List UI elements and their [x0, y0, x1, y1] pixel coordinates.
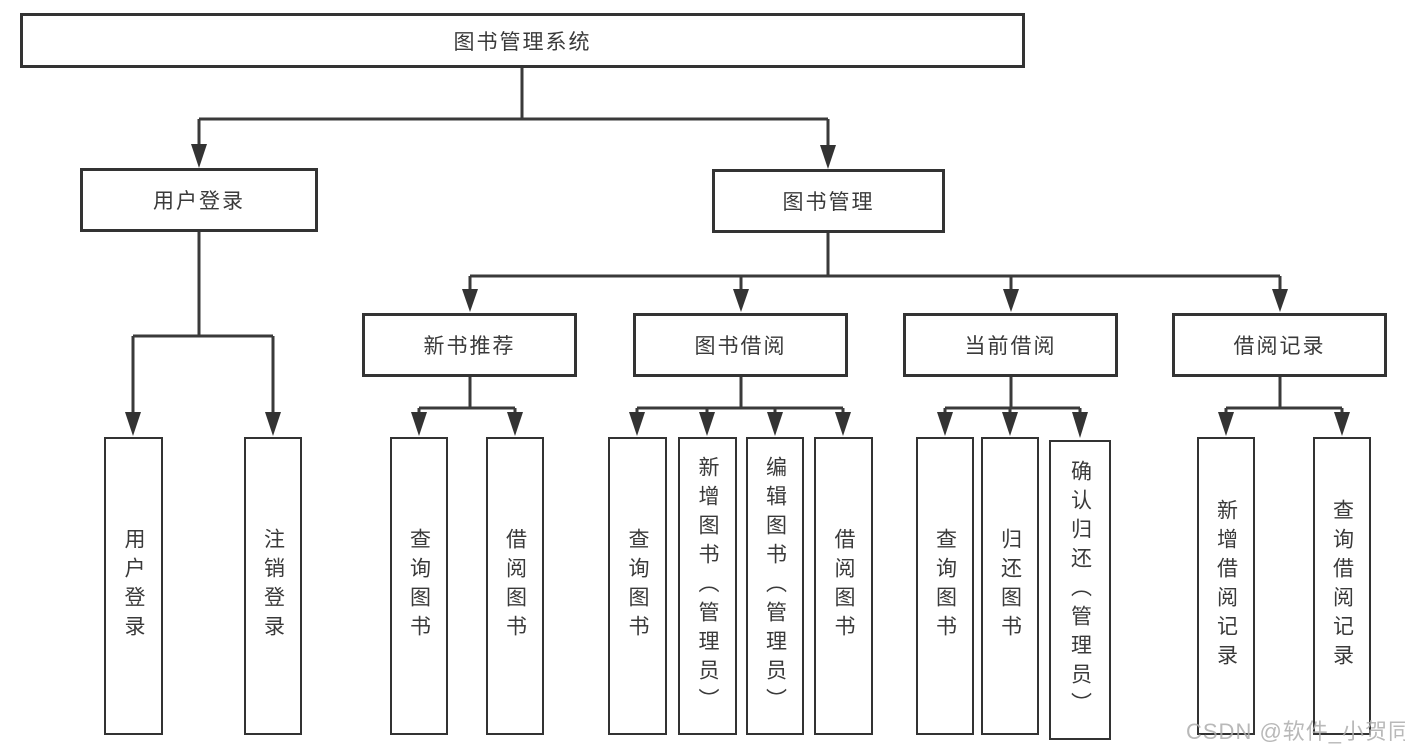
node-query-borrow-record: 查询借阅记录 — [1313, 437, 1371, 735]
connector-borrow-record-split — [1224, 377, 1344, 415]
node-user-login-group: 用户登录 — [80, 168, 318, 232]
node-label: 确认归还（管理员） — [1068, 459, 1092, 721]
connector-user-login-split — [131, 232, 275, 414]
node-label: 新增图书（管理员） — [696, 455, 719, 717]
node-current-borrowing: 当前借阅 — [903, 313, 1118, 377]
node-leaf-logout: 注销登录 — [244, 437, 302, 735]
node-label: 新增借阅记录 — [1214, 499, 1238, 673]
node-query-books-current: 查询图书 — [916, 437, 974, 735]
node-edit-book-admin: 编辑图书（管理员） — [746, 437, 804, 735]
node-label: 用户登录 — [122, 528, 145, 644]
node-label: 查询借阅记录 — [1330, 499, 1354, 673]
connector-new-book-split — [417, 377, 517, 415]
node-borrow-books-recommend: 借阅图书 — [486, 437, 544, 735]
node-label: 归还图书 — [998, 528, 1022, 644]
node-label: 注销登录 — [261, 528, 285, 644]
node-book-borrowing: 图书借阅 — [633, 313, 848, 377]
node-label: 用户登录 — [153, 190, 245, 213]
csdn-watermark: CSDN @软件_小贺同学 — [1186, 719, 1405, 744]
node-label: 查询图书 — [626, 528, 649, 644]
node-confirm-return-admin: 确认归还（管理员） — [1049, 440, 1111, 740]
node-leaf-user-login: 用户登录 — [104, 437, 163, 735]
node-label: 当前借阅 — [964, 335, 1057, 358]
connector-root-to-level2 — [197, 68, 830, 148]
connector-current-borrow-split — [943, 377, 1082, 415]
node-return-books: 归还图书 — [981, 437, 1039, 735]
node-label: 借阅记录 — [1233, 335, 1326, 358]
node-label: 编辑图书（管理员） — [763, 455, 787, 717]
node-label: 借阅图书 — [503, 528, 527, 644]
node-label: 查询图书 — [933, 528, 957, 644]
connector-book-management-split — [468, 233, 1282, 292]
node-label: 图书管理系统 — [453, 30, 592, 54]
node-label: 新书推荐 — [423, 335, 516, 358]
node-query-books-recommend: 查询图书 — [390, 437, 448, 735]
node-borrowing-records: 借阅记录 — [1172, 313, 1387, 377]
node-root: 图书管理系统 — [20, 13, 1025, 68]
node-label: 图书管理 — [782, 191, 875, 214]
node-label: 借阅图书 — [832, 528, 855, 644]
node-borrow-books: 借阅图书 — [814, 437, 873, 735]
node-query-books-borrow: 查询图书 — [608, 437, 667, 735]
node-new-book-recommend: 新书推荐 — [362, 313, 577, 377]
node-book-management-group: 图书管理 — [712, 169, 945, 233]
connector-book-borrow-split — [635, 377, 845, 415]
node-add-borrow-record: 新增借阅记录 — [1197, 437, 1255, 735]
node-add-book-admin: 新增图书（管理员） — [678, 437, 737, 735]
node-label: 查询图书 — [407, 528, 431, 644]
node-label: 图书借阅 — [694, 335, 787, 358]
